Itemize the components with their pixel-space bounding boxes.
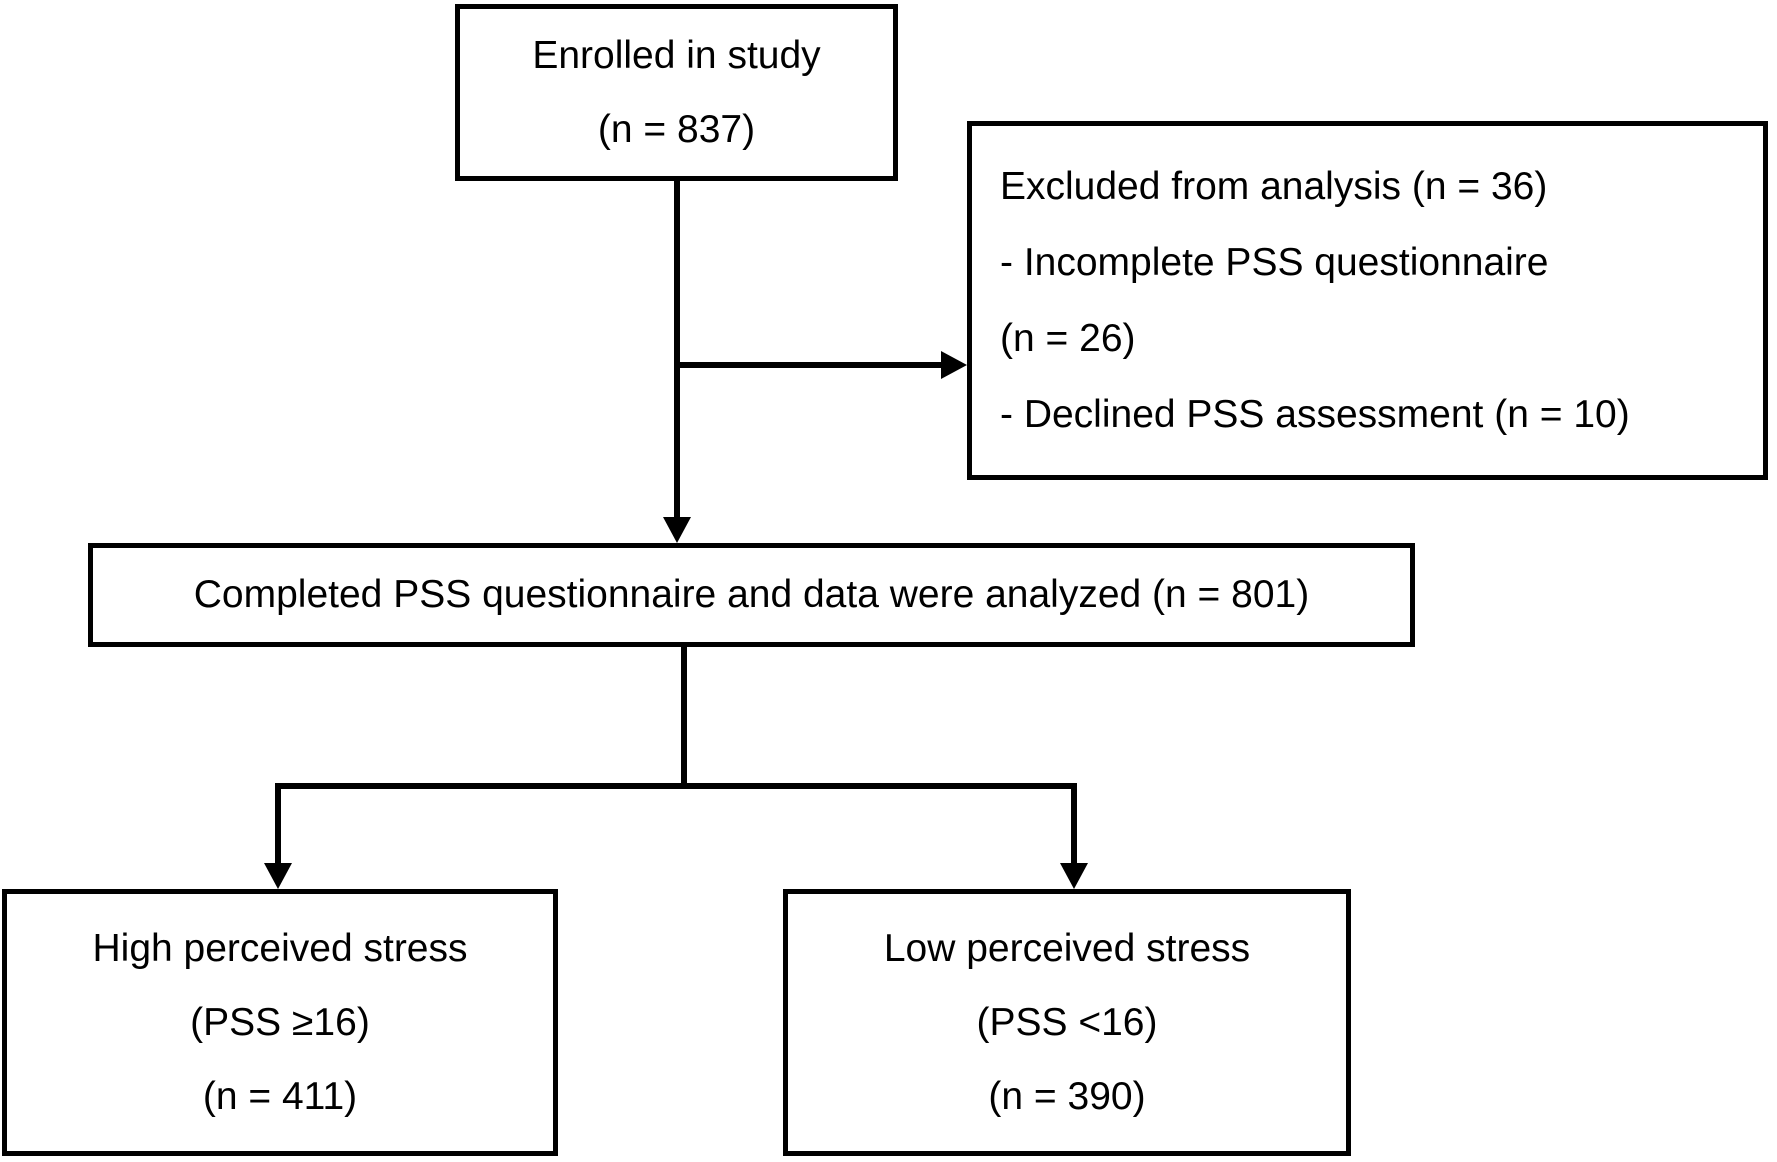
arrow-down-icon xyxy=(1060,863,1088,889)
excluded-reason-incomplete-count: (n = 26) xyxy=(1000,316,1136,360)
enrolled-count: (n = 837) xyxy=(597,107,756,151)
box-enrolled: Enrolled in study (n = 837) xyxy=(455,4,898,181)
box-high-perceived-stress: High perceived stress (PSS ≥16) (n = 411… xyxy=(2,889,558,1156)
low-stress-criterion: (PSS <16) xyxy=(976,1000,1158,1044)
connector-drop-to-high xyxy=(275,783,281,865)
low-stress-label: Low perceived stress xyxy=(883,926,1251,970)
excluded-title: Excluded from analysis (n = 36) xyxy=(1000,164,1548,208)
high-stress-count: (n = 411) xyxy=(202,1074,358,1118)
connector-enrolled-to-analyzed xyxy=(674,181,680,519)
low-stress-count: (n = 390) xyxy=(988,1074,1146,1118)
box-low-perceived-stress: Low perceived stress (PSS <16) (n = 390) xyxy=(783,889,1351,1156)
high-stress-label: High perceived stress xyxy=(92,926,468,970)
arrow-down-icon xyxy=(264,863,292,889)
connector-drop-to-low xyxy=(1071,783,1077,865)
connector-branch-to-excluded xyxy=(677,362,942,368)
analyzed-label: Completed PSS questionnaire and data wer… xyxy=(193,573,1310,616)
arrow-down-icon xyxy=(663,517,691,543)
excluded-reason-declined: - Declined PSS assessment (n = 10) xyxy=(1000,392,1630,436)
enrolled-label: Enrolled in study xyxy=(532,33,821,77)
box-analyzed: Completed PSS questionnaire and data wer… xyxy=(88,543,1415,647)
arrow-right-icon xyxy=(941,351,967,379)
box-excluded: Excluded from analysis (n = 36) - Incomp… xyxy=(967,121,1768,480)
excluded-reason-incomplete: - Incomplete PSS questionnaire xyxy=(1000,240,1549,284)
connector-split-horizontal xyxy=(275,783,1077,789)
connector-analyzed-down xyxy=(681,647,687,786)
high-stress-criterion: (PSS ≥16) xyxy=(190,1000,370,1044)
